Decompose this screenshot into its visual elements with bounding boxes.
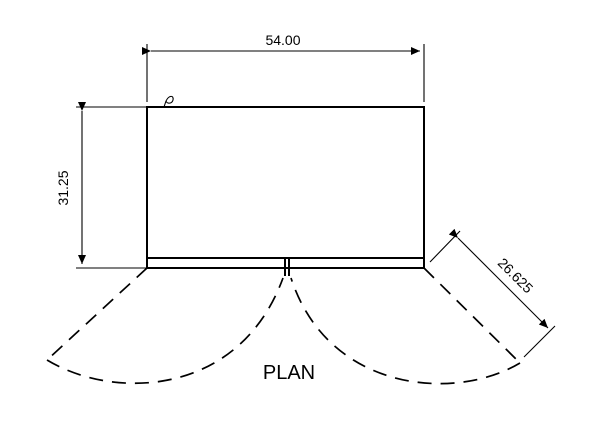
door-extension-bottom: [523, 325, 556, 358]
door-dimension-label: 26.625: [495, 255, 537, 297]
left-door-open-line: [46, 267, 148, 361]
right-door-arc: [290, 277, 521, 385]
cabinet-outline: [146, 95, 425, 276]
right-door-open-line: [423, 267, 521, 364]
cabinet-body: [146, 106, 425, 269]
right-door-swing: [290, 267, 521, 385]
left-door-swing: [46, 267, 284, 385]
width-dimension: 54.00: [142, 32, 425, 102]
door-dimension-line: [448, 228, 549, 329]
plan-label: PLAN: [263, 362, 315, 384]
width-dimension-label: 54.00: [265, 32, 300, 48]
depth-dimension: 31.25: [55, 102, 146, 269]
depth-dimension-label: 31.25: [55, 170, 71, 205]
door-extension-top: [429, 230, 461, 263]
left-door-arc: [46, 277, 284, 385]
lock-symbol: [163, 95, 174, 108]
door-dimension: 26.625: [429, 228, 556, 358]
